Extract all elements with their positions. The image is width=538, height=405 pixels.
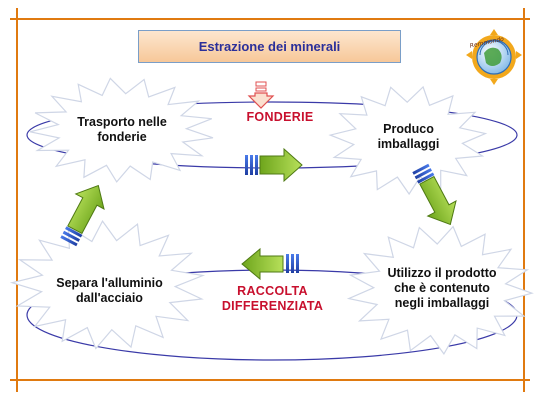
star-separa: [9, 219, 206, 350]
node-separa-line-2: dall'acciaio: [76, 291, 143, 305]
node-produco-line-1: Produco: [383, 122, 434, 136]
arrow-up-right: [60, 184, 105, 247]
raccolta-line-2: DIFFERENZIATA: [221, 299, 324, 313]
title-text: Estrazione dei minerali: [198, 39, 341, 54]
node-trasporto-line-2: fonderie: [97, 130, 147, 144]
star-trasporto: [29, 77, 214, 183]
node-produco: Produco imballaggi: [356, 122, 461, 152]
arrow-right-top: [245, 147, 303, 183]
center-label-fonderie: FONDERIE: [225, 110, 335, 125]
raccolta-line-1: RACCOLTA: [237, 284, 308, 298]
remmondo-logo: Remmondo: [466, 29, 522, 85]
node-utilizzo-line-2: che è contenuto: [394, 281, 490, 295]
arrow-down-right: [412, 163, 457, 226]
arrow-left-bottom: [241, 247, 299, 281]
down-arrow-to-fonderie: [247, 81, 275, 109]
node-utilizzo: Utilizzo il prodotto che è contenuto neg…: [372, 266, 512, 311]
node-utilizzo-line-1: Utilizzo il prodotto: [387, 266, 497, 280]
node-separa: Separa l'alluminio dall'acciaio: [42, 276, 177, 306]
node-trasporto-line-1: Trasporto nelle: [77, 115, 167, 129]
node-trasporto: Trasporto nelle fonderie: [62, 115, 182, 145]
node-separa-line-1: Separa l'alluminio: [56, 276, 163, 290]
center-label-raccolta: RACCOLTA DIFFERENZIATA: [195, 284, 350, 314]
title-box: Estrazione dei minerali: [138, 30, 401, 63]
node-utilizzo-line-3: negli imballaggi: [394, 296, 490, 310]
fonderie-text: FONDERIE: [246, 110, 314, 124]
node-produco-line-2: imballaggi: [377, 137, 440, 151]
star-utilizzo: [346, 225, 534, 355]
